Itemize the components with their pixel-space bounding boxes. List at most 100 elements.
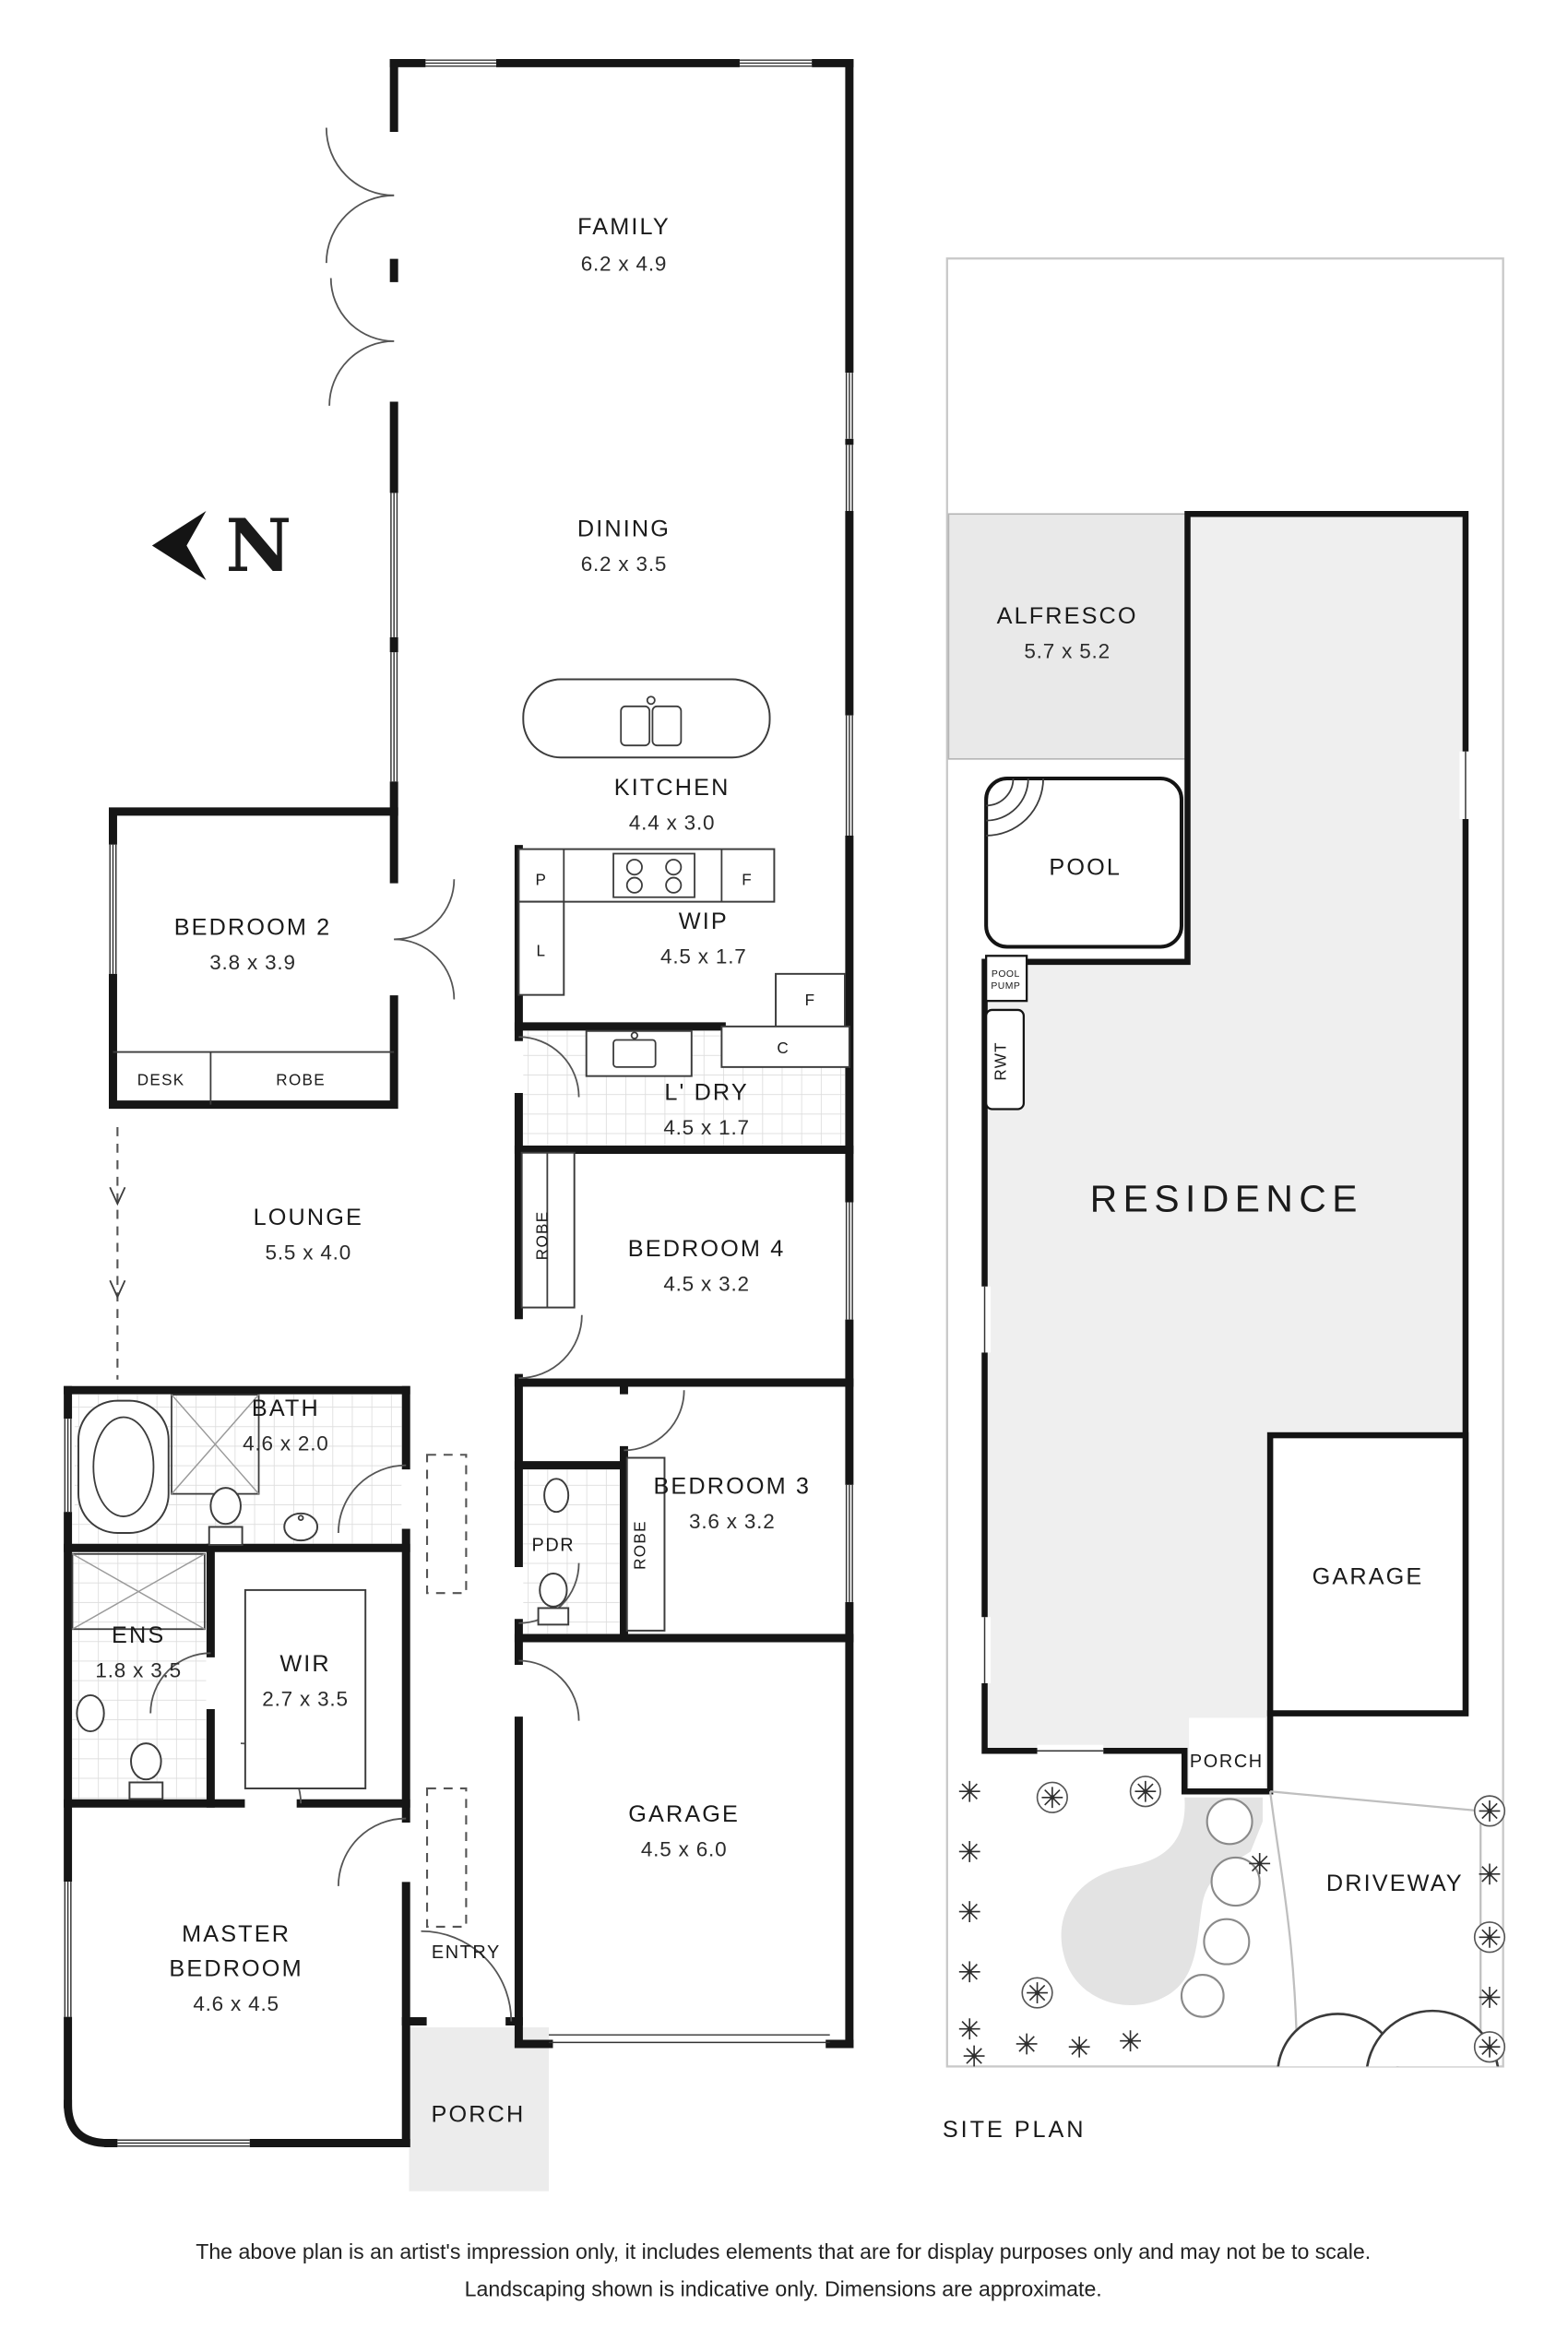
alfresco-label: ALFRESCO	[997, 603, 1138, 629]
porch-label: PORCH	[432, 2102, 526, 2128]
laundry-label: L' DRY	[664, 1080, 748, 1106]
kitchen-island	[522, 678, 771, 759]
kitchen-dims: 4.4 x 3.0	[629, 811, 716, 834]
cooktop-icon	[612, 852, 695, 898]
bedroom4-dims: 4.5 x 3.2	[663, 1273, 750, 1296]
garage-door	[549, 2034, 830, 2044]
dining-dims: 6.2 x 3.5	[581, 552, 668, 576]
shower-icon	[71, 1552, 206, 1631]
lounge-label: LOUNGE	[254, 1205, 363, 1230]
wir-island	[244, 1588, 367, 1789]
ensuite-fixtures	[71, 1552, 206, 1800]
pool-label: POOL	[1049, 854, 1122, 880]
toilet-icon	[130, 1742, 162, 1781]
site-porch-area	[1189, 1717, 1266, 1788]
site-garage-block	[1266, 1431, 1469, 1716]
kitchen-bench	[517, 848, 776, 903]
cupboard-label: C	[777, 1039, 790, 1057]
kitchen-label: KITCHEN	[614, 775, 731, 801]
bedroom3-label: BEDROOM 3	[653, 1474, 811, 1500]
wip-dims: 4.5 x 1.7	[660, 944, 747, 968]
family-dims: 6.2 x 4.9	[581, 252, 668, 275]
fridge2-label: F	[805, 992, 816, 1009]
laundry-bench	[585, 1029, 693, 1077]
driveway-label: DRIVEWAY	[1326, 1871, 1464, 1896]
linen-cupboard	[517, 900, 565, 996]
door-arcs	[149, 127, 685, 2022]
site-garage-label: GARAGE	[1313, 1563, 1424, 1589]
north-label: N	[226, 505, 291, 588]
dining-label: DINING	[577, 517, 671, 542]
bath-fixtures	[77, 1394, 319, 1546]
pdr-fixtures	[537, 1478, 570, 1626]
rwt-tank	[985, 1008, 1026, 1111]
floor-plan: FAMILY 6.2 x 4.9 DINING 6.2 x 3.5 KITCHE…	[61, 56, 857, 2192]
site-plan-title: SITE PLAN	[943, 2117, 1087, 2143]
windows	[61, 56, 857, 2150]
toilet-icon	[209, 1487, 242, 1526]
bath-dims: 4.6 x 2.0	[243, 1431, 329, 1455]
wir-dims: 2.7 x 3.5	[262, 1687, 349, 1710]
bedroom4-label: BEDROOM 4	[628, 1236, 786, 1262]
cupboard-box	[720, 1025, 850, 1068]
pool-pump-box	[985, 955, 1028, 1003]
disclaimer: The above plan is an artist's impression…	[196, 2239, 1371, 2301]
bath-label: BATH	[252, 1396, 320, 1421]
north-arrow: N	[151, 505, 291, 588]
desk-label: DESK	[137, 1071, 185, 1088]
master-label-1: MASTER	[182, 1921, 291, 1947]
ens-label: ENS	[112, 1622, 165, 1648]
laundry-dims: 4.5 x 1.7	[663, 1116, 750, 1139]
sink-icon	[651, 705, 683, 747]
lounge-dims: 5.5 x 4.0	[266, 1241, 352, 1264]
fridge-box	[775, 972, 846, 1028]
disclaimer-line-1: The above plan is an artist's impression…	[196, 2239, 1371, 2263]
tree-icon	[1366, 2009, 1500, 2067]
site-plan: ALFRESCO 5.7 x 5.2 POOL POOL PUMP RWT RE…	[943, 257, 1504, 2143]
toilet-icon	[539, 1572, 568, 1608]
bedroom2-dims: 3.8 x 3.9	[209, 951, 296, 974]
pool-shape	[984, 776, 1184, 949]
pdr-label: PDR	[531, 1536, 575, 1556]
laundry-sink-icon	[612, 1039, 657, 1068]
residence-label: RESIDENCE	[1090, 1177, 1363, 1219]
bedroom3-dims: 3.6 x 3.2	[689, 1510, 776, 1533]
garage-label: GARAGE	[628, 1801, 740, 1827]
master-label-2: BEDROOM	[169, 1956, 303, 1982]
bathtub-icon	[77, 1399, 170, 1534]
bedroom2-joinery	[113, 1051, 395, 1105]
linen-label: L	[536, 942, 546, 959]
basin-icon	[76, 1693, 105, 1733]
bedroom2-label: BEDROOM 2	[174, 914, 332, 940]
garden-area	[958, 1776, 1504, 2068]
bedroom3-robe-label: ROBE	[631, 1520, 648, 1570]
driveway-trees	[1277, 2009, 1500, 2067]
garden-path	[1061, 1797, 1263, 2005]
site-wall-openings	[979, 751, 1472, 1757]
rwt-label: RWT	[992, 1041, 1009, 1081]
dashed-markers	[109, 1127, 468, 1928]
disclaimer-line-2: Landscaping shown is indicative only. Di…	[465, 2277, 1102, 2301]
porch-slab	[409, 2027, 549, 2192]
tree-icon	[1277, 2013, 1399, 2067]
basin-icon	[543, 1478, 570, 1514]
pool-pump-label-2: PUMP	[991, 981, 1020, 992]
north-arrow-icon	[151, 510, 207, 580]
family-label: FAMILY	[577, 214, 671, 240]
master-dims: 4.6 x 4.5	[193, 1992, 279, 2015]
alfresco-area	[947, 513, 1189, 760]
bedroom3-robe	[625, 1456, 666, 1632]
wir-label: WIR	[279, 1651, 330, 1677]
bedroom2-robe-label: ROBE	[276, 1071, 326, 1088]
sink-icon	[620, 705, 651, 747]
site-porch-label: PORCH	[1190, 1752, 1264, 1772]
ens-dims: 1.8 x 3.5	[95, 1658, 182, 1681]
entry-label: ENTRY	[432, 1942, 501, 1963]
bedroom4-robe-label: ROBE	[533, 1211, 551, 1261]
garage-dims: 4.5 x 6.0	[641, 1837, 728, 1860]
alfresco-dims: 5.7 x 5.2	[1024, 640, 1111, 663]
basin-icon	[283, 1512, 319, 1542]
fridge-label: F	[742, 872, 753, 889]
